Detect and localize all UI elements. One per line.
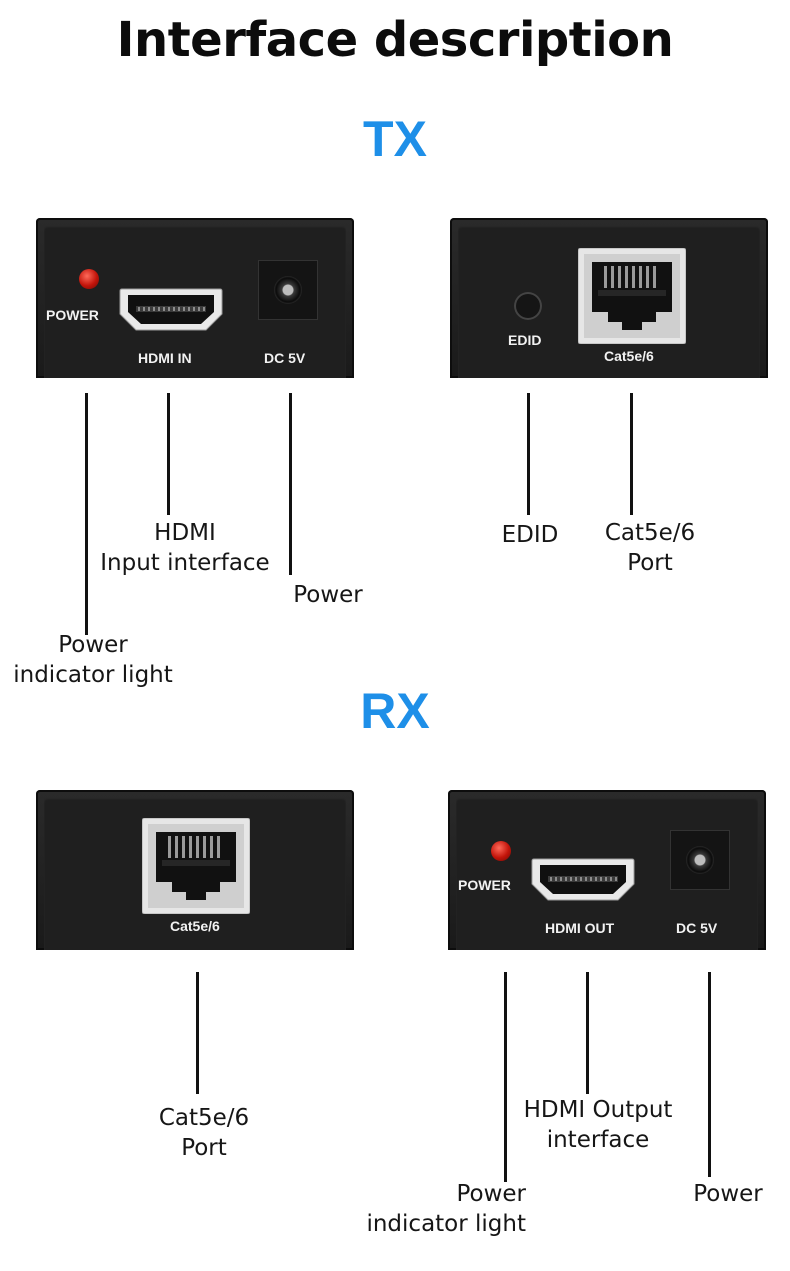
tx-indicator-callout: Power indicator light xyxy=(0,630,186,690)
rx-hdmi-callout-line1: HDMI Output xyxy=(523,1097,673,1123)
tx-port-leader-line xyxy=(630,393,633,515)
power-led-icon xyxy=(491,841,511,861)
tx-port-label: Cat5e/6 xyxy=(604,348,654,364)
tx-power-leader-line xyxy=(289,393,292,575)
tx-hdmi-callout: HDMI Input interface xyxy=(85,518,285,578)
rx-port-callout-line2: Port xyxy=(181,1135,227,1161)
tx-rear-panel: EDID Cat5e/6 xyxy=(450,218,768,378)
edid-button-icon xyxy=(514,292,542,320)
tx-power-callout: Power xyxy=(293,582,363,608)
tx-indicator-callout-line1: Power xyxy=(58,632,128,658)
rx-dc-label: DC 5V xyxy=(676,920,718,936)
rx-indicator-leader-line xyxy=(504,972,507,1182)
rx-indicator-callout-line2: indicator light xyxy=(366,1211,526,1237)
rx-hdmi-leader-line xyxy=(586,972,589,1094)
tx-port-callout-line1: Cat5e/6 xyxy=(604,520,696,546)
tx-front-panel: POWER HDMI IN DC 5V xyxy=(36,218,354,378)
rx-hdmi-callout-line2: interface xyxy=(546,1127,650,1153)
rx-hdmi-label: HDMI OUT xyxy=(545,920,615,936)
tx-hdmi-callout-line1: HDMI xyxy=(154,520,216,546)
dc-jack-icon xyxy=(670,830,730,890)
rx-power-label: POWER xyxy=(458,877,511,893)
rx-port-callout: Cat5e/6 Port xyxy=(134,1103,274,1163)
rx-front-panel: POWER HDMI OUT DC 5V xyxy=(448,790,766,950)
rx-indicator-callout-line1: Power xyxy=(456,1181,526,1207)
tx-dc-label: DC 5V xyxy=(264,350,306,366)
page-title: Interface description xyxy=(116,12,674,68)
power-led-icon xyxy=(79,269,99,289)
tx-heading: TX xyxy=(363,111,427,167)
rx-heading: RX xyxy=(360,683,430,739)
dc-jack-icon xyxy=(258,260,318,320)
hdmi-in-port-icon xyxy=(118,286,224,332)
tx-power-label: POWER xyxy=(46,307,99,323)
tx-port-callout: Cat5e/6 Port xyxy=(580,518,720,578)
rx-power-leader-line xyxy=(708,972,711,1177)
rx-power-callout: Power xyxy=(693,1181,763,1207)
rx-rear-panel: Cat5e/6 xyxy=(36,790,354,950)
tx-edid-leader-line xyxy=(527,393,530,515)
tx-edid-callout: EDID xyxy=(501,522,559,548)
rx-hdmi-callout: HDMI Output interface xyxy=(508,1095,688,1155)
tx-port-callout-line2: Port xyxy=(627,550,673,576)
rj45-port-icon xyxy=(142,818,250,914)
tx-hdmi-label: HDMI IN xyxy=(138,350,192,366)
hdmi-out-port-icon xyxy=(530,856,636,902)
rx-port-label: Cat5e/6 xyxy=(170,918,220,934)
tx-hdmi-callout-line2: Input interface xyxy=(100,550,270,576)
rx-port-leader-line xyxy=(196,972,199,1094)
tx-edid-label: EDID xyxy=(508,332,542,348)
rx-port-callout-line1: Cat5e/6 xyxy=(158,1105,250,1131)
tx-indicator-callout-line2: indicator light xyxy=(13,662,173,688)
rj45-port-icon xyxy=(578,248,686,344)
tx-hdmi-leader-line xyxy=(167,393,170,515)
tx-indicator-leader-line xyxy=(85,393,88,635)
rx-indicator-callout: Power indicator light xyxy=(336,1179,526,1239)
